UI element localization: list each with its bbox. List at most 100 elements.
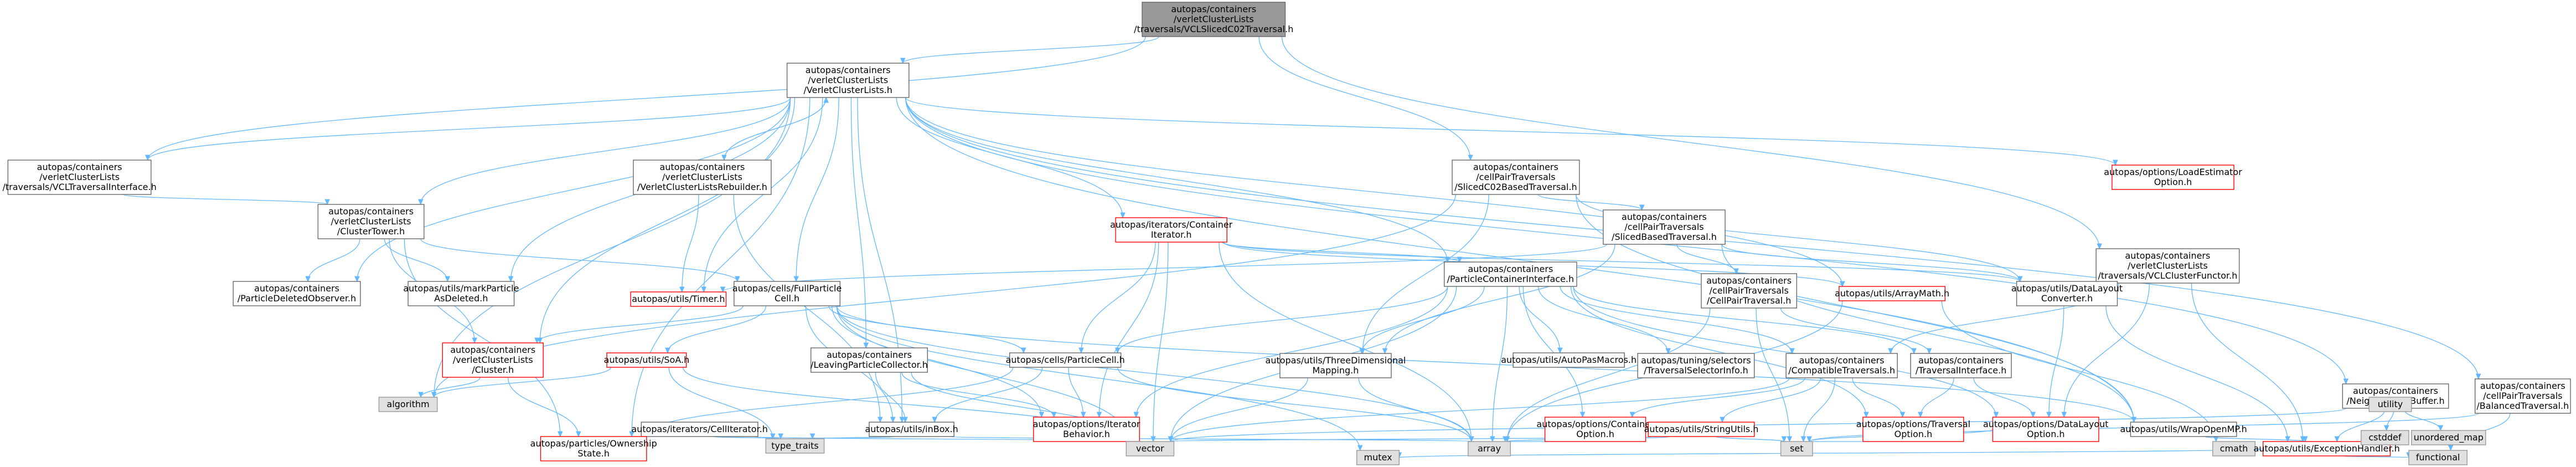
node-utility: utility xyxy=(2368,397,2412,412)
node-label-line: /verletClusterLists xyxy=(808,75,888,85)
node-label-line: cmath xyxy=(2220,443,2248,454)
node-ctower[interactable]: autopas/containers/verletClusterLists/Cl… xyxy=(317,204,425,239)
node-pdo[interactable]: autopas/containers/ParticleDeletedObserv… xyxy=(233,281,361,306)
node-box xyxy=(810,347,928,373)
node-root[interactable]: autopas/containers/verletClusterLists/tr… xyxy=(1134,2,1293,37)
edge-layer xyxy=(122,36,2511,459)
node-soa[interactable]: autopas/utils/SoA.h xyxy=(604,352,690,368)
node-su[interactable]: autopas/utils/StringUtils.h xyxy=(1644,422,1759,437)
edge-vcl-to-lbe xyxy=(905,97,2118,166)
node-label-line: /verletClusterLists xyxy=(1174,14,1254,24)
edge-pci-to-pcell xyxy=(1114,286,1448,354)
edge-vcl-to-citer xyxy=(896,97,1126,219)
node-cluster[interactable]: autopas/containers/verletClusterLists/Cl… xyxy=(442,342,544,378)
node-label-line: autopas/options/Container xyxy=(1536,419,1654,429)
node-vclfunc[interactable]: autopas/containers/verletClusterLists/tr… xyxy=(2095,248,2240,284)
node-label-line: /verletClusterLists xyxy=(453,355,533,365)
edge-vcl-to-pos xyxy=(629,97,811,438)
node-box xyxy=(1115,217,1227,243)
node-inbox[interactable]: autopas/utils/inBox.h xyxy=(865,422,958,437)
node-ctrav[interactable]: autopas/containers/CompatibleTraversals.… xyxy=(1785,353,1898,378)
node-label-line: Option.h xyxy=(2027,429,2065,439)
node-label-line: autopas/containers xyxy=(450,345,535,355)
node-box xyxy=(2408,450,2468,465)
node-label-line: /ClusterTower.h xyxy=(337,226,405,237)
edge-pci-to-topt xyxy=(1570,286,1869,418)
node-label-line: /cellPairTraversals xyxy=(1710,285,1789,296)
node-label-line: Converter.h xyxy=(2041,293,2093,304)
node-label-line: autopas/containers xyxy=(1799,355,1885,366)
node-pcell[interactable]: autopas/cells/ParticleCell.h xyxy=(1006,352,1125,368)
edge-pci-to-ctrav xyxy=(1560,286,1795,355)
node-box xyxy=(2212,441,2256,456)
node-box xyxy=(2112,165,2234,190)
node-vcltrav[interactable]: autopas/containers/verletClusterLists/tr… xyxy=(2,160,157,195)
edge-pcell-to-inbox xyxy=(932,367,1043,423)
node-box xyxy=(1443,261,1577,287)
node-timer[interactable]: autopas/utils/Timer.h xyxy=(630,291,727,307)
node-label-line: autopas/iterators/CellIterator.h xyxy=(631,424,768,434)
edge-sc02-to-sliced xyxy=(1537,194,1645,211)
node-umap: unordered_map xyxy=(2411,430,2486,445)
node-label-line: set xyxy=(1790,443,1803,454)
node-tsi[interactable]: autopas/tuning/selectors/TraversalSelect… xyxy=(1637,353,1755,378)
node-label-line: cstddef xyxy=(2368,432,2402,443)
node-cpt[interactable]: autopas/containers/cellPairTraversals/Ce… xyxy=(1701,273,1798,309)
node-label-line: autopas/utils/SoA.h xyxy=(604,355,690,365)
node-label-line: autopas/utils/DataLayout xyxy=(2011,283,2123,294)
node-sc02[interactable]: autopas/containers/cellPairTraversals/Sl… xyxy=(1452,160,1580,195)
node-label-line: autopas/options/Traversal xyxy=(1856,419,1970,429)
node-box xyxy=(2361,430,2409,445)
node-label-line: autopas/options/LoadEstimator xyxy=(2104,167,2242,177)
node-label-line: type_traits xyxy=(771,440,818,451)
edge-pci-to-tint xyxy=(1573,286,1917,355)
node-box xyxy=(233,281,361,306)
edge-nlb-to-eh xyxy=(2334,408,2386,443)
edge-pci-to-tdm xyxy=(1359,286,1485,355)
edge-vcl-to-pdo xyxy=(354,97,791,283)
node-label-line: autopas/options/Iterator xyxy=(1033,419,1140,429)
node-apm[interactable]: autopas/utils/AutoPasMacros.h xyxy=(1501,352,1637,368)
node-tt: type_traits xyxy=(765,438,825,454)
node-tint[interactable]: autopas/containers/TraversalInterface.h xyxy=(1910,353,2012,378)
node-box xyxy=(765,438,825,454)
edge-citer-to-pci xyxy=(1221,242,1463,263)
edge-vcl-to-ctower xyxy=(418,97,791,206)
node-box xyxy=(630,291,727,307)
node-label-line: autopas/cells/ParticleCell.h xyxy=(1006,355,1125,365)
node-vcl[interactable]: autopas/containers/verletClusterLists/Ve… xyxy=(786,63,910,98)
node-label-line: autopas/containers xyxy=(2353,386,2438,396)
node-label-line: autopas/containers xyxy=(1171,4,1256,14)
node-label-line: autopas/containers xyxy=(827,350,912,360)
edge-su-to-set xyxy=(1715,436,1787,443)
edge-soa-to-tt xyxy=(668,367,776,440)
node-label-line: /LeavingParticleCollector.h xyxy=(811,360,928,370)
node-label-line: /SlicedC02BasedTraversal.h xyxy=(1454,182,1577,192)
node-lpc[interactable]: autopas/containers/LeavingParticleCollec… xyxy=(810,347,928,373)
node-pci[interactable]: autopas/containers/ParticleContainerInte… xyxy=(1443,261,1577,287)
edge-pci-to-dlo xyxy=(1573,286,1999,418)
node-label-line: autopas/containers xyxy=(1706,275,1792,286)
node-box xyxy=(2016,281,2118,306)
node-sliced[interactable]: autopas/containers/cellPairTraversals/Sl… xyxy=(1603,209,1726,245)
node-am[interactable]: autopas/utils/ArrayMath.h xyxy=(1835,286,1949,301)
node-bal[interactable]: autopas/containers/cellPairTraversals/Ba… xyxy=(2474,378,2571,414)
node-box xyxy=(442,342,544,378)
node-celliter[interactable]: autopas/iterators/CellIterator.h xyxy=(631,422,768,437)
node-womp[interactable]: autopas/utils/WrapOpenMP.h xyxy=(2120,422,2247,437)
node-label-line: /Cluster.h xyxy=(472,365,514,375)
edge-tint-to-dlo xyxy=(1973,377,2036,418)
edge-vclfunc-to-eh xyxy=(2191,283,2306,443)
node-vclreb[interactable]: autopas/containers/verletClusterLists/Ve… xyxy=(633,160,772,195)
